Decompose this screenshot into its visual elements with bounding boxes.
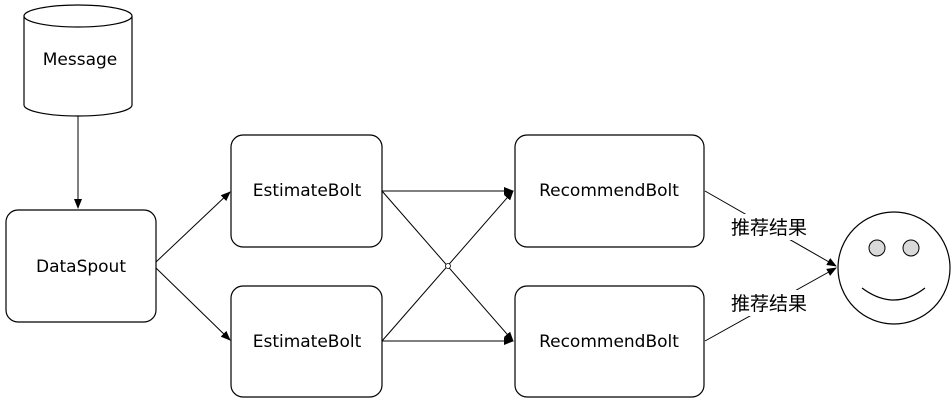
smiley-face-icon [837,211,951,325]
edge-label-result-top-group: 推荐结果 [726,214,812,240]
estimate-bolt-bottom-node: EstimateBolt [230,285,383,398]
data-spout-node: DataSpout [5,209,157,323]
estimate-bolt-top-node: EstimateBolt [230,134,383,248]
edge-label-background [726,290,812,316]
recommend-bolt-bottom-label: RecommendBolt [539,332,679,352]
database-cylinder-icon [23,4,133,117]
estimate-bolt-top-label: EstimateBolt [253,181,362,201]
message-database: Message [23,4,133,117]
recommend-bolt-top-label: RecommendBolt [539,181,679,201]
edge-label-result-top: 推荐结果 [731,217,807,239]
message-label: Message [43,50,118,70]
recommend-bolt-bottom-node: RecommendBolt [514,285,705,398]
recommend-bolt-top-node: RecommendBolt [514,134,705,248]
edge-label-result-bottom-group: 推荐结果 [726,290,812,316]
mouth [861,287,926,301]
edge-spout-to-estimate-bottom [155,267,231,341]
edge-label-background [726,214,812,240]
left-eye [868,239,886,257]
edge-crossing-marker [445,263,451,269]
edge-spout-to-estimate-top [155,191,231,263]
face-outline [837,211,951,325]
data-spout-label: DataSpout [36,257,126,277]
edge-label-result-bottom: 推荐结果 [731,293,807,315]
edges [74,116,837,345]
estimate-bolt-bottom-label: EstimateBolt [253,332,362,352]
right-eye [902,239,920,257]
